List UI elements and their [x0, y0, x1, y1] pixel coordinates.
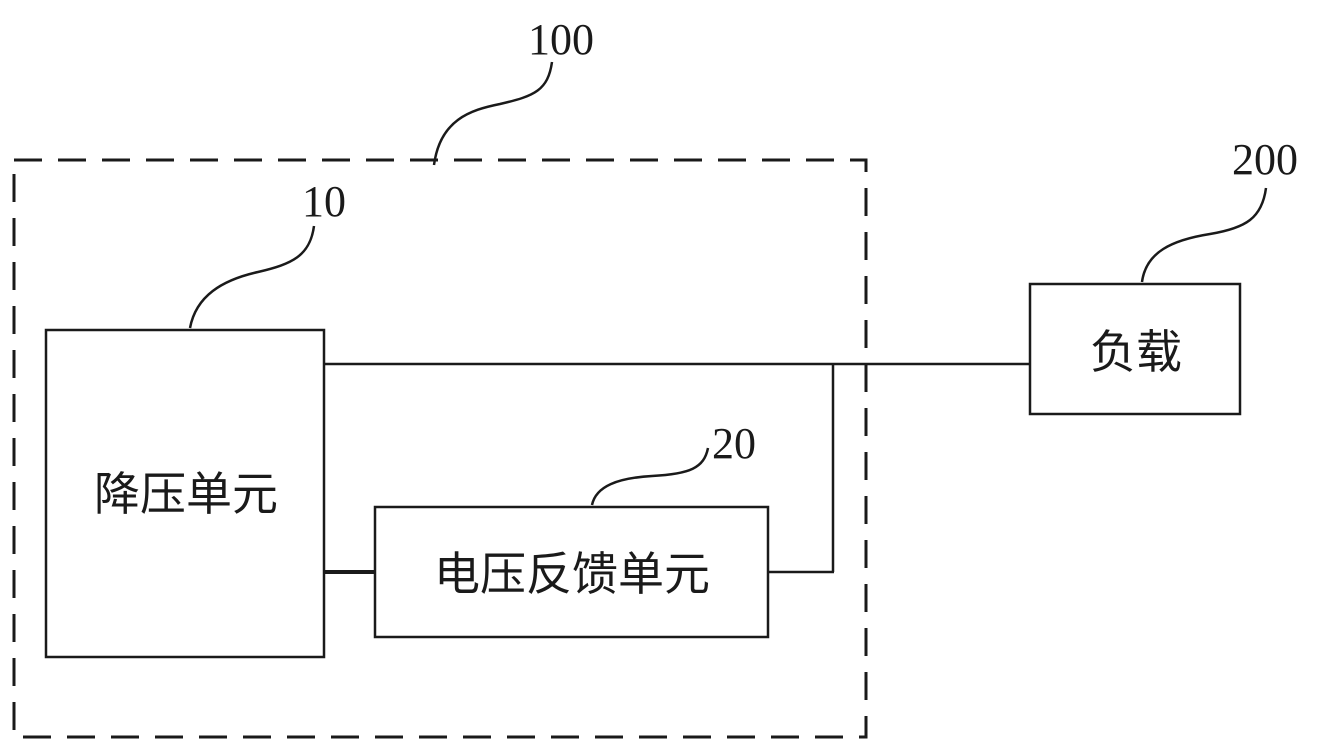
voltage-feedback-unit-label: 电压反馈单元 — [434, 549, 710, 600]
leader-line-10 — [188, 225, 316, 329]
load-box — [1028, 282, 1242, 416]
leader-line-200 — [1140, 187, 1268, 283]
leader-line-20 — [590, 447, 710, 506]
voltage-feedback-unit-box — [373, 505, 770, 639]
leader-line-100 — [432, 61, 554, 166]
module-boundary-dashed — [12, 158, 868, 739]
load-label: 负载 — [1090, 327, 1182, 378]
label-20: 20 — [712, 419, 756, 468]
buck-unit-label: 降压单元 — [94, 469, 278, 520]
buck-unit-box — [44, 328, 326, 659]
label-200: 200 — [1232, 135, 1298, 184]
label-100: 100 — [528, 15, 594, 64]
label-10: 10 — [302, 177, 346, 226]
